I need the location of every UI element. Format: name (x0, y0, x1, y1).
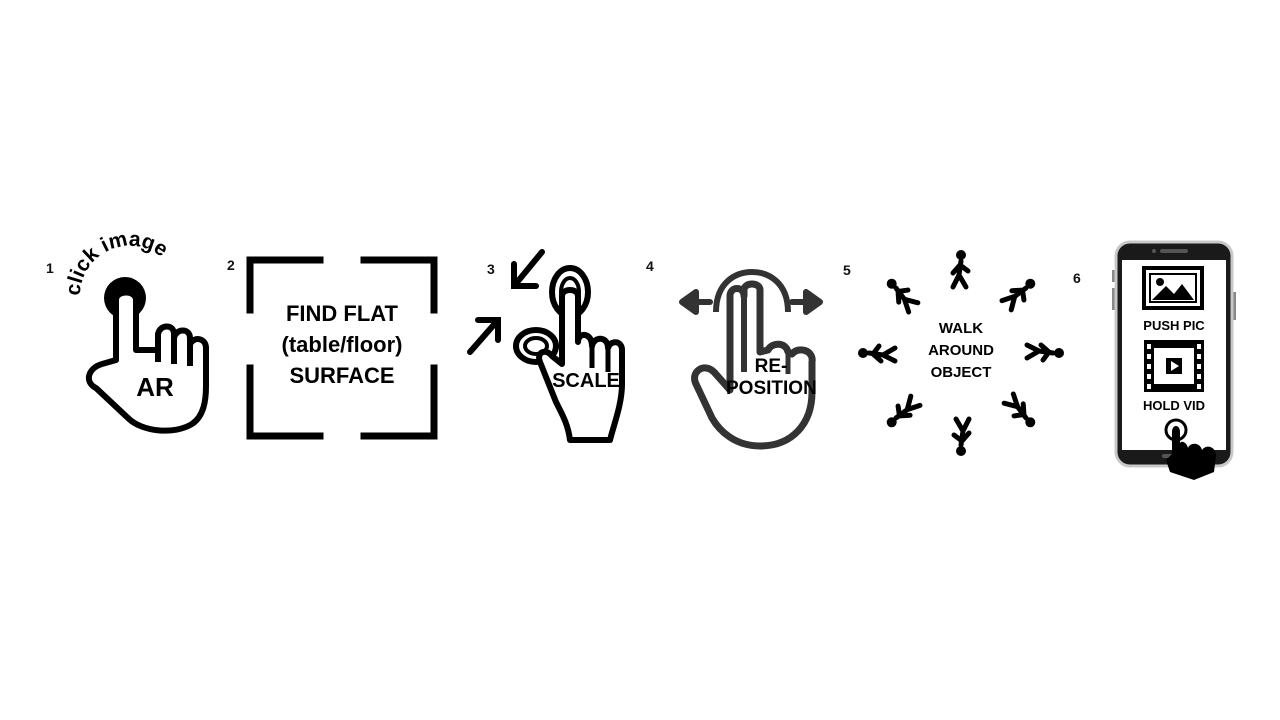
step-6-number: 6 (1073, 270, 1081, 286)
step-3-panel: SCALE (462, 244, 632, 449)
walking-person-icon (886, 393, 923, 428)
walking-person-icon (886, 278, 921, 315)
walking-person-icon (1001, 391, 1036, 428)
walking-circle-icon (858, 250, 1064, 456)
step-3-label: SCALE (552, 370, 620, 392)
step-5-number: 5 (843, 262, 851, 278)
step-2-label-line-1: FIND FLAT (285, 301, 398, 326)
step-4-number: 4 (646, 258, 654, 274)
walking-person-icon (999, 278, 1036, 313)
smartphone-icon (1112, 240, 1236, 480)
step-5-label-line-1: WALK (938, 320, 984, 337)
step-4-label-line-2: POSITION (726, 378, 817, 399)
step-1-panel: click image AR (62, 227, 220, 440)
step-5-label: WALK AROUND OBJECT (911, 318, 1011, 384)
step-6-panel: PUSH PIC HOLD VID (1110, 240, 1240, 484)
step-4-label: RE- POSITION (726, 356, 817, 400)
step-5-panel: WALK AROUND OBJECT (856, 250, 1066, 456)
tap-hand-icon: click image (62, 227, 209, 434)
step-2-number: 2 (227, 257, 235, 273)
walking-person-icon (1024, 342, 1064, 363)
step-1-label: AR (136, 372, 174, 402)
step-4-label-line-1: RE- (754, 356, 788, 377)
step-2-label-line-2: (table/floor) (281, 332, 403, 357)
step-5-label-line-2: AROUND (928, 342, 994, 359)
viewfinder-frame-icon (246, 256, 438, 440)
walking-person-icon (858, 343, 898, 364)
hold-vid-label: HOLD VID (1142, 398, 1206, 413)
walking-person-icon (951, 416, 972, 456)
touch-hand-icon (1164, 418, 1216, 480)
film-strip-icon (1144, 340, 1204, 392)
step-3-number: 3 (487, 261, 495, 277)
step-2-label-line-3: SURFACE (289, 363, 395, 388)
step-4-panel: RE- POSITION (676, 262, 826, 454)
two-finger-drag-hand-icon (679, 268, 823, 450)
step-1-number: 1 (46, 260, 54, 276)
step-2-panel: FIND FLAT (table/floor) SURFACE (246, 256, 438, 440)
step-5-label-line-3: OBJECT (930, 364, 992, 381)
walking-person-icon (950, 250, 971, 290)
step-2-label: FIND FLAT (table/floor) SURFACE (246, 298, 438, 391)
picture-icon (1142, 266, 1204, 310)
pinch-hand-icon (467, 249, 625, 443)
push-pic-label: PUSH PIC (1143, 318, 1205, 333)
